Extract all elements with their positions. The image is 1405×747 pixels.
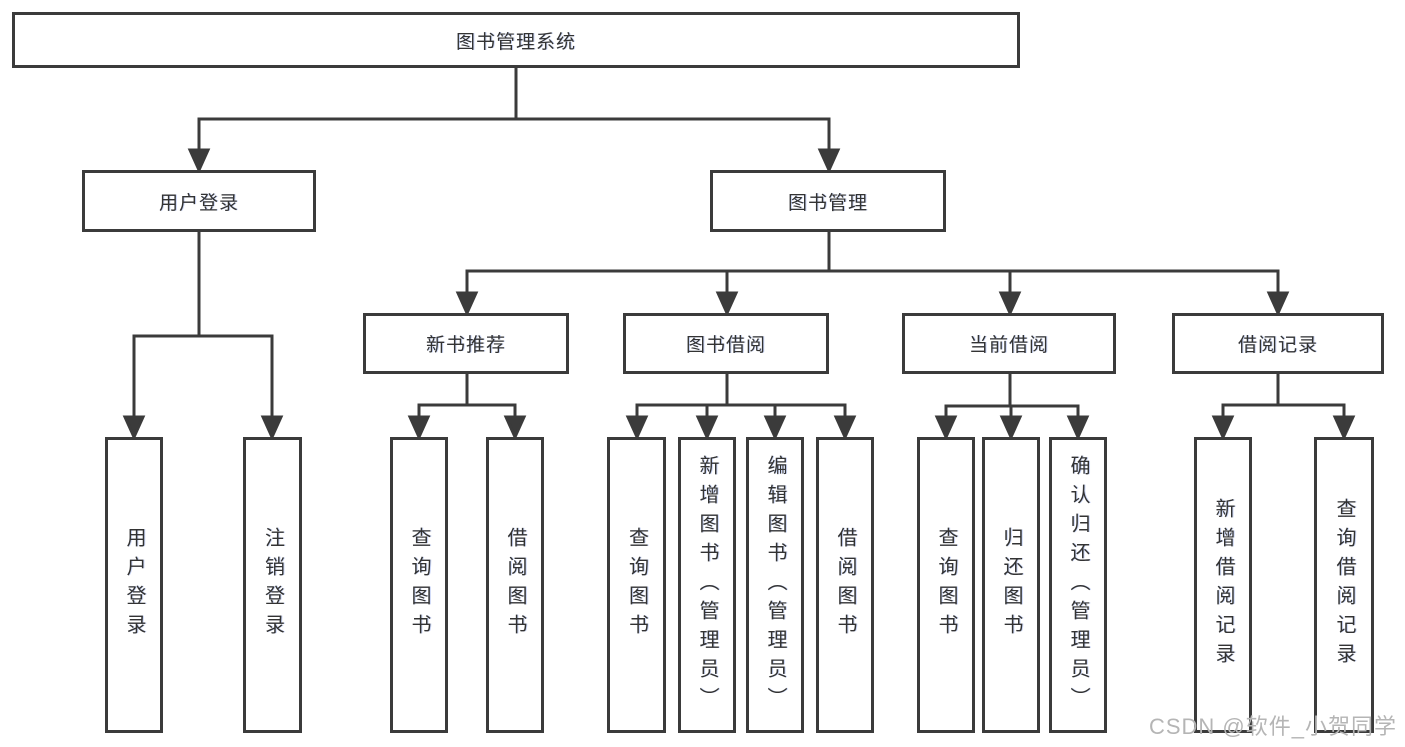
node-library-management-system: 图书管理系统: [12, 12, 1020, 68]
leaf-add-book-admin: 新增图书（管理员）: [678, 437, 736, 733]
node-new-book-recommend: 新书推荐: [363, 313, 569, 374]
connector-new-book-branch: [407, 374, 527, 441]
leaf-query-book-borrow: 查询图书: [607, 437, 666, 733]
leaf-borrow-book: 借阅图书: [816, 437, 874, 733]
leaf-query-book-current: 查询图书: [917, 437, 975, 733]
connector-book-borrow-branch: [625, 374, 857, 441]
csdn-watermark: CSDN @软件_小贺同学: [1148, 714, 1397, 739]
leaf-borrow-book-recommend: 借阅图书: [486, 437, 544, 733]
leaf-query-book-recommend: 查询图书: [390, 437, 448, 733]
node-borrow-record: 借阅记录: [1172, 313, 1384, 374]
connector-book-mgmt-branch: [455, 232, 1290, 317]
connector-current-borrow-branch: [934, 374, 1090, 441]
node-current-borrow: 当前借阅: [902, 313, 1116, 374]
node-book-borrow: 图书借阅: [623, 313, 829, 374]
leaf-edit-book-admin: 编辑图书（管理员）: [746, 437, 804, 733]
node-user-login: 用户登录: [82, 170, 316, 232]
connector-user-login-branch: [122, 232, 284, 441]
leaf-add-borrow-record: 新增借阅记录: [1194, 437, 1252, 733]
leaf-user-login: 用户登录: [105, 437, 163, 733]
leaf-query-borrow-record: 查询借阅记录: [1314, 437, 1374, 733]
leaf-logout: 注销登录: [243, 437, 302, 733]
node-book-management: 图书管理: [710, 170, 946, 232]
connector-borrow-record-branch: [1211, 374, 1356, 441]
leaf-confirm-return-admin: 确认归还（管理员）: [1049, 437, 1107, 733]
leaf-return-book: 归还图书: [982, 437, 1040, 733]
connector-root-to-level2: [187, 68, 841, 174]
